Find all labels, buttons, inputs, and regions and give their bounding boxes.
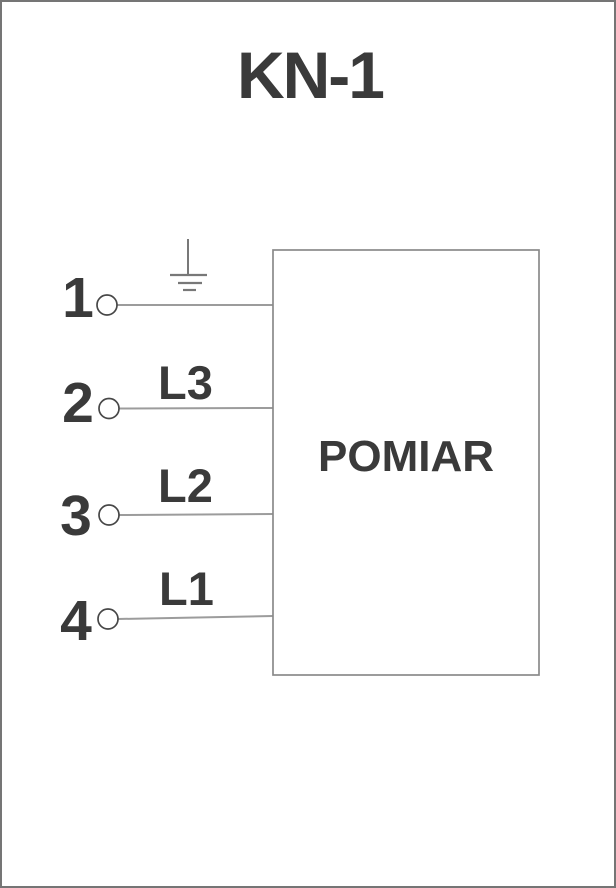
terminal-circle-2 xyxy=(98,397,120,420)
phase-label-l3: L3 xyxy=(158,356,213,409)
measurement-box xyxy=(272,249,540,676)
terminal-number-1: 1 xyxy=(62,266,94,330)
phase-label-l1: L1 xyxy=(159,562,214,615)
terminal-circle-3 xyxy=(98,504,120,526)
terminal-number-4: 4 xyxy=(60,589,92,653)
terminal-circle-1 xyxy=(96,294,118,316)
phase-label-l2: L2 xyxy=(158,459,213,512)
terminal-number-2: 2 xyxy=(62,371,94,435)
terminal-number-3: 3 xyxy=(60,484,92,548)
wire-terminal-4 xyxy=(117,615,274,620)
wire-terminal-2 xyxy=(118,407,274,410)
earth-ground-icon xyxy=(170,239,207,292)
wire-terminal-3 xyxy=(118,513,274,516)
terminal-circle-4 xyxy=(97,608,119,630)
measurement-box-label: POMIAR xyxy=(318,432,494,481)
diagram-title: KN-1 xyxy=(236,38,385,112)
